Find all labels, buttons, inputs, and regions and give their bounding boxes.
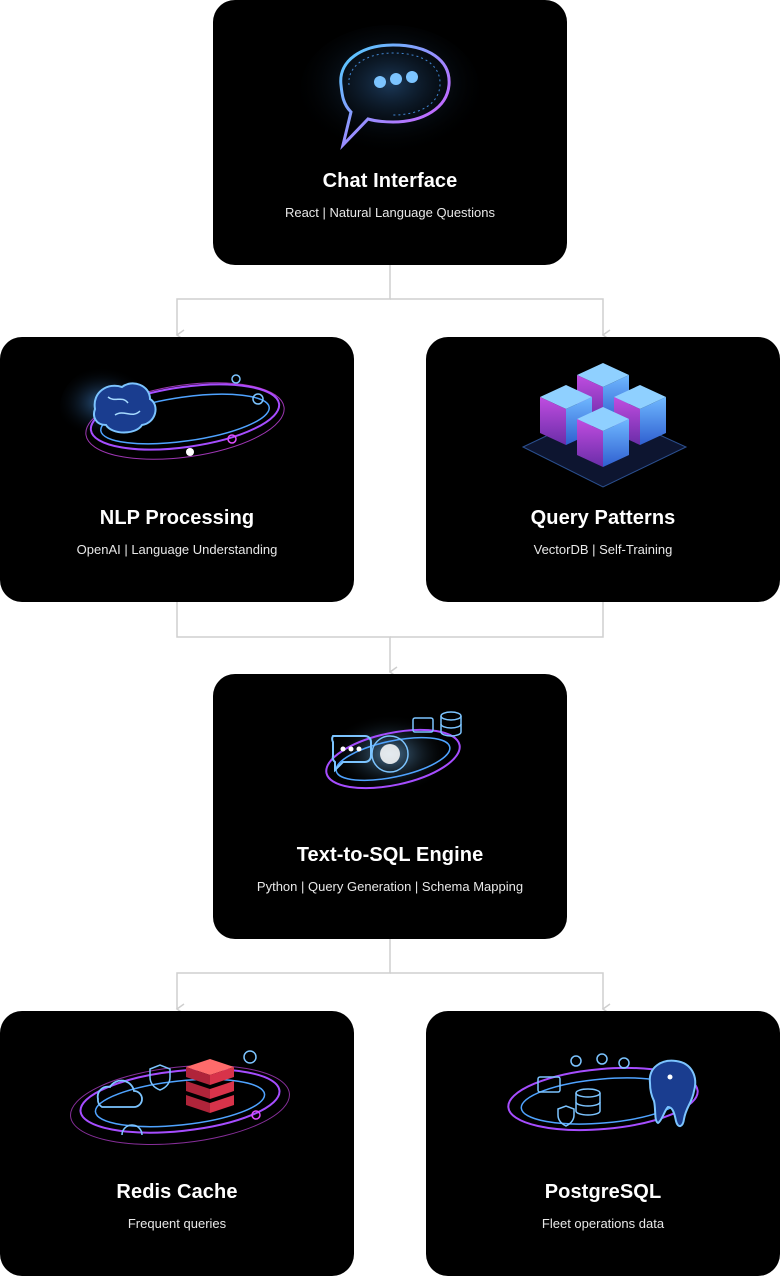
node-subtitle: OpenAI | Language Understanding — [76, 542, 278, 557]
edge-chat-to-patterns — [390, 298, 611, 341]
node-nlp-processing: NLP Processing OpenAI | Language Underst… — [0, 337, 354, 602]
node-title: Redis Cache — [116, 1181, 238, 1203]
node-title: NLP Processing — [99, 507, 255, 529]
node-postgresql: PostgreSQL Fleet operations data — [426, 1011, 780, 1276]
node-title: Chat Interface — [322, 170, 458, 192]
node-title: Query Patterns — [530, 507, 676, 529]
chat-to-database-icon — [325, 711, 462, 794]
edge-engine-to-redis — [175, 939, 391, 1015]
chat-bubble-icon — [300, 25, 480, 155]
node-subtitle: Fleet operations data — [541, 1216, 665, 1231]
brain-orbit-icon — [60, 362, 285, 460]
node-text-to-sql-engine: Text-to-SQL Engine Python | Query Genera… — [213, 674, 567, 939]
node-subtitle: Frequent queries — [127, 1216, 227, 1231]
node-redis-cache: Redis Cache Frequent queries — [0, 1011, 354, 1276]
node-subtitle: Python | Query Generation | Schema Mappi… — [256, 879, 524, 894]
server-cubes-icon — [521, 363, 688, 488]
node-subtitle: React | Natural Language Questions — [284, 205, 496, 220]
node-title: PostgreSQL — [544, 1181, 662, 1203]
edge-engine-to-postgres — [390, 972, 611, 1015]
node-title: Text-to-SQL Engine — [296, 844, 484, 866]
node-subtitle: VectorDB | Self-Training — [533, 542, 673, 557]
edge-patterns-to-engine — [390, 602, 604, 638]
edge-nlp-to-engine — [176, 602, 398, 678]
node-chat-interface: Chat Interface React | Natural Language … — [213, 0, 567, 265]
postgres-elephant-icon — [507, 1053, 699, 1132]
edge-chat-to-nlp — [175, 265, 391, 341]
node-query-patterns: Query Patterns VectorDB | Self-Training — [426, 337, 780, 602]
redis-stack-icon — [70, 1050, 290, 1146]
